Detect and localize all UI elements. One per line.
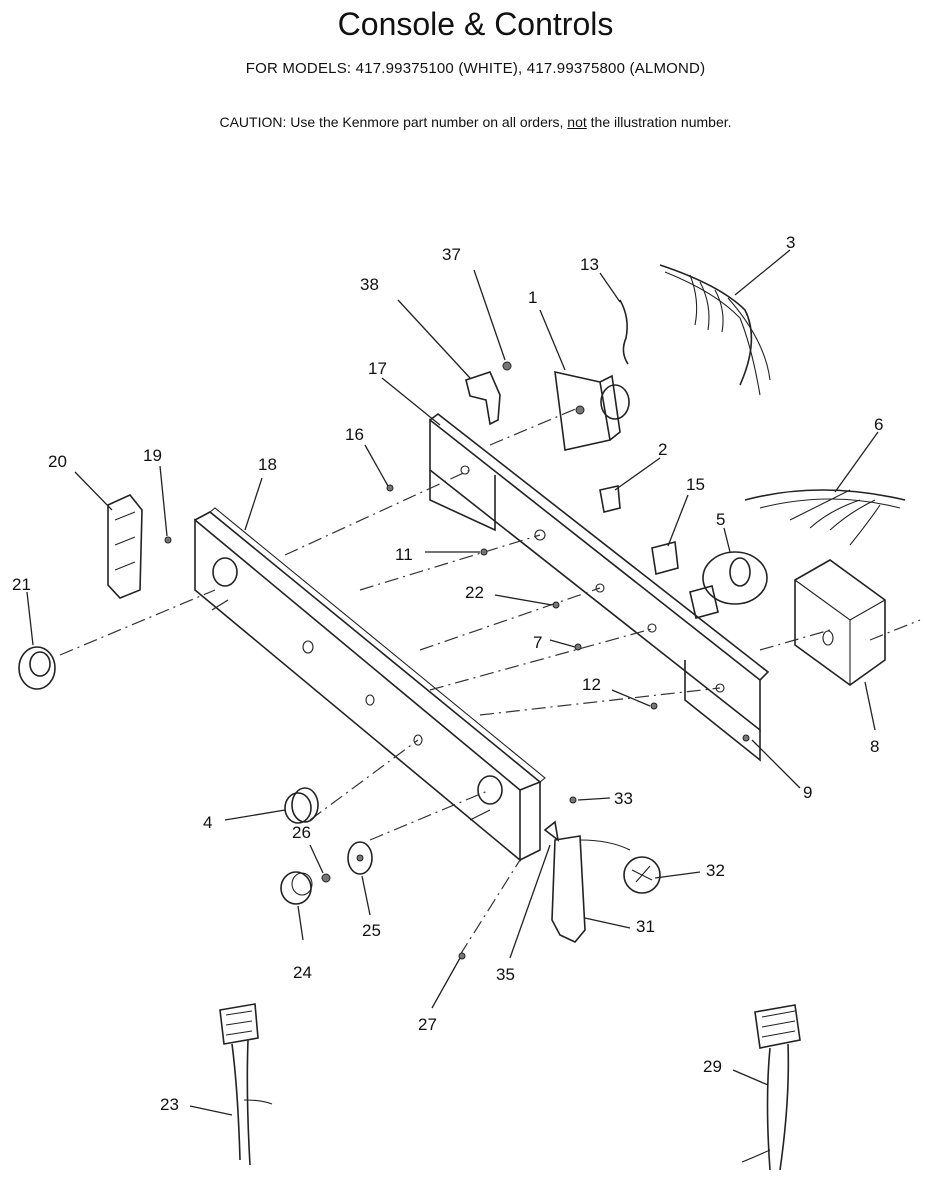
callout-23: 23 [160,1095,179,1114]
screw-12 [650,702,658,710]
callout-26: 26 [292,823,311,842]
switch-2 [599,485,621,513]
callout-4: 4 [203,813,212,832]
callout-35: 35 [496,965,515,984]
callout-16: 16 [345,425,364,444]
callout-1: 1 [528,288,537,307]
callout-12: 12 [582,675,601,694]
switch-20 [107,494,143,599]
callout-8: 8 [870,737,879,756]
callout-2: 2 [658,440,667,459]
switch-31 [551,835,631,943]
screw-9 [742,734,750,742]
wire-13 [619,299,629,365]
callout-18: 18 [258,455,277,474]
knob-4 [284,787,319,824]
part-35 [543,820,560,842]
callout-27: 27 [418,1015,437,1034]
caution-text: CAUTION: Use the Kenmore part number on … [219,114,568,130]
models-line: FOR MODELS: 417.99375100 (WHITE), 417.99… [245,60,706,77]
rear-bracket [429,412,770,762]
callout-38: 38 [360,275,379,294]
callout-15: 15 [686,475,705,494]
motor-5 [689,551,768,619]
harness-23 [219,1003,273,1166]
screw-27 [458,952,466,960]
callout-20: 20 [48,452,67,471]
screw-11 [480,548,488,556]
callout-24: 24 [293,963,312,982]
callout-19: 19 [143,446,162,465]
callout-labels: 1 2 3 4 5 6 7 8 9 11 12 13 15 16 17 18 1… [12,233,883,1114]
callout-6: 6 [874,415,883,434]
assembly-lines [59,404,921,956]
callout-7: 7 [533,633,542,652]
part-32 [623,856,661,894]
knob-24 [280,871,313,905]
screw-22 [552,601,560,609]
callout-37: 37 [442,245,461,264]
callout-5: 5 [716,510,725,529]
callout-9: 9 [803,783,812,802]
screw-16 [386,484,394,492]
callout-3: 3 [786,233,795,252]
callout-32: 32 [706,861,725,880]
caution-emphasis: not [567,114,587,130]
callout-31: 31 [636,917,655,936]
nut-26 [321,873,331,883]
screw-7 [574,643,582,651]
callout-22: 22 [465,583,484,602]
harness-3 [659,264,771,396]
callout-13: 13 [580,255,599,274]
switch-15 [651,540,679,576]
harness-6 [744,489,906,546]
callout-25: 25 [362,921,381,940]
callout-11: 11 [395,545,413,564]
harness-29 [741,1004,801,1171]
screw-33 [569,796,577,804]
callout-29: 29 [703,1057,722,1076]
leader-lines [26,249,879,1116]
callout-21: 21 [12,575,31,594]
console-panel [194,507,546,862]
bracket-38 [465,371,501,426]
callout-33: 33 [614,789,633,808]
knob-21 [18,646,56,690]
screw-19 [164,536,172,544]
caution-text-end: the illustration number. [586,114,732,130]
page-title: Console & Controls [337,6,614,42]
callout-17: 17 [368,359,387,378]
box-8 [794,559,886,686]
caution-note: CAUTION: Use the Kenmore part number on … [0,114,951,130]
disc-25 [347,841,373,875]
screw-37 [502,361,512,371]
timer-part [554,370,630,451]
